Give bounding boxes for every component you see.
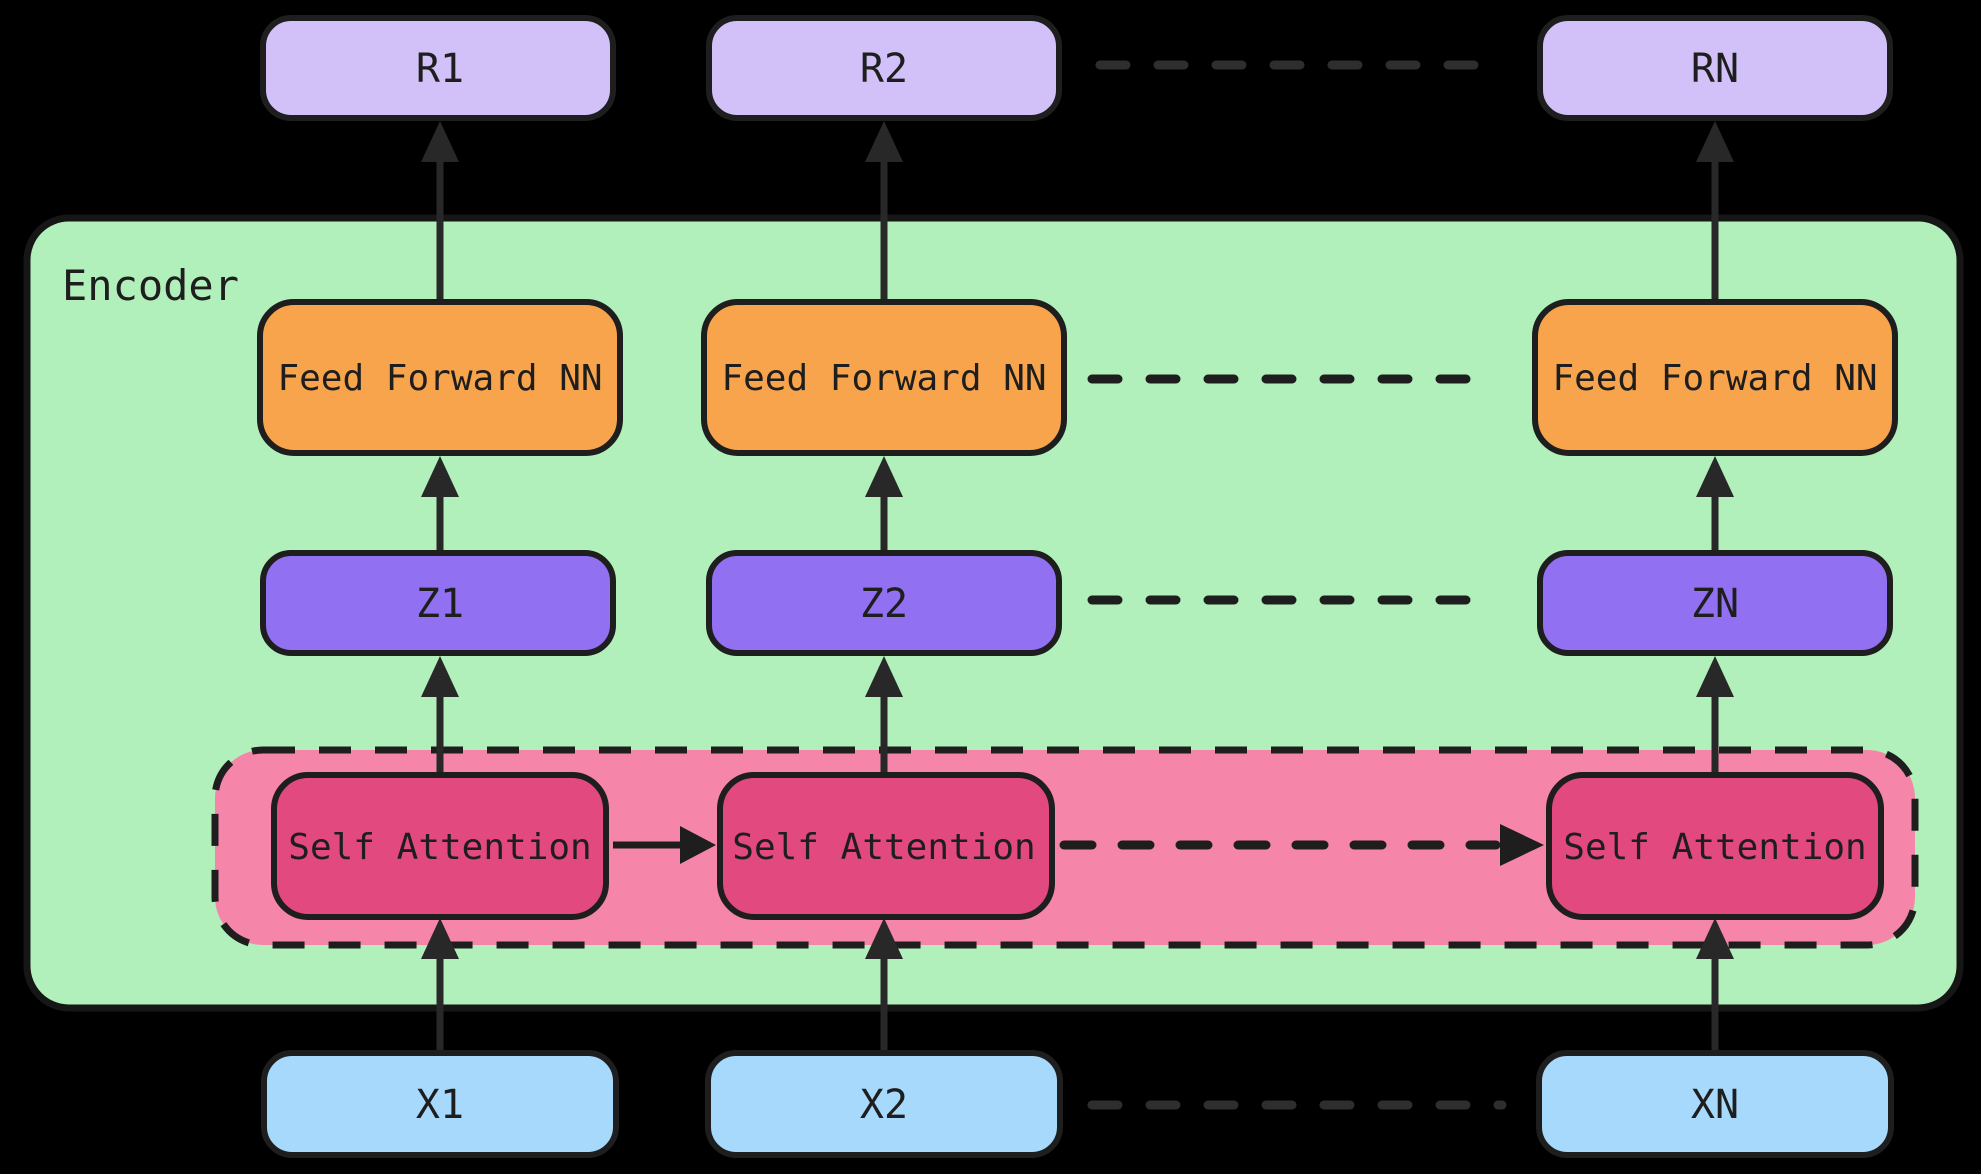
output-label-r1: R1 bbox=[416, 46, 464, 92]
hidden-label-zn: ZN bbox=[1691, 581, 1739, 627]
output-box-rn bbox=[1537, 15, 1893, 121]
arrowhead-z1-to-ff1 bbox=[421, 456, 459, 497]
feed-forward-label-n: Feed Forward NN bbox=[1552, 358, 1877, 399]
input-box-x2 bbox=[705, 1050, 1063, 1158]
input-box-x1 bbox=[261, 1050, 619, 1158]
arrowhead-ffn-to-rn bbox=[1696, 121, 1734, 162]
self-attention-label-1: Self Attention bbox=[288, 827, 591, 868]
input-label-x1: X1 bbox=[416, 1082, 464, 1128]
arrowhead-attention2-to-z2 bbox=[865, 656, 903, 697]
feed-forward-box-n bbox=[1532, 299, 1898, 456]
self-attention-box-1 bbox=[271, 772, 609, 920]
arrowhead-ff2-to-r2 bbox=[865, 121, 903, 162]
output-box-r2 bbox=[706, 15, 1062, 121]
output-label-rn: RN bbox=[1691, 46, 1739, 92]
feed-forward-box-1 bbox=[257, 299, 623, 456]
feed-forward-label-1: Feed Forward NN bbox=[277, 358, 602, 399]
output-label-r2: R2 bbox=[860, 46, 908, 92]
hidden-box-z1 bbox=[260, 550, 616, 656]
arrowhead-attention1-to-attention2 bbox=[680, 826, 716, 864]
hidden-label-z2: Z2 bbox=[860, 581, 908, 627]
arrowhead-attention2-to-attentionn bbox=[1500, 824, 1544, 866]
self-attention-label-n: Self Attention bbox=[1563, 827, 1866, 868]
input-box-xn bbox=[1536, 1050, 1894, 1158]
self-attention-box-2 bbox=[717, 772, 1055, 920]
input-label-x2: X2 bbox=[860, 1082, 908, 1128]
arrowhead-x1-to-attention bbox=[421, 918, 459, 959]
hidden-label-z1: Z1 bbox=[416, 581, 464, 627]
self-attention-box-n bbox=[1546, 772, 1884, 920]
output-box-r1 bbox=[260, 15, 616, 121]
arrowhead-x2-to-attention bbox=[865, 918, 903, 959]
arrowhead-zn-to-ffn bbox=[1696, 456, 1734, 497]
feed-forward-label-2: Feed Forward NN bbox=[721, 358, 1046, 399]
self-attention-label-2: Self Attention bbox=[732, 827, 1035, 868]
hidden-box-z2 bbox=[706, 550, 1062, 656]
encoder-label: Encoder bbox=[62, 261, 239, 310]
input-label-xn: XN bbox=[1691, 1082, 1739, 1128]
arrowhead-attention1-to-z1 bbox=[421, 656, 459, 697]
arrowhead-attentionn-to-zn bbox=[1696, 656, 1734, 697]
hidden-box-zn bbox=[1537, 550, 1893, 656]
arrowhead-xn-to-attention bbox=[1696, 918, 1734, 959]
arrowhead-z2-to-ff2 bbox=[865, 456, 903, 497]
arrowhead-ff1-to-r1 bbox=[421, 121, 459, 162]
feed-forward-box-2 bbox=[701, 299, 1067, 456]
